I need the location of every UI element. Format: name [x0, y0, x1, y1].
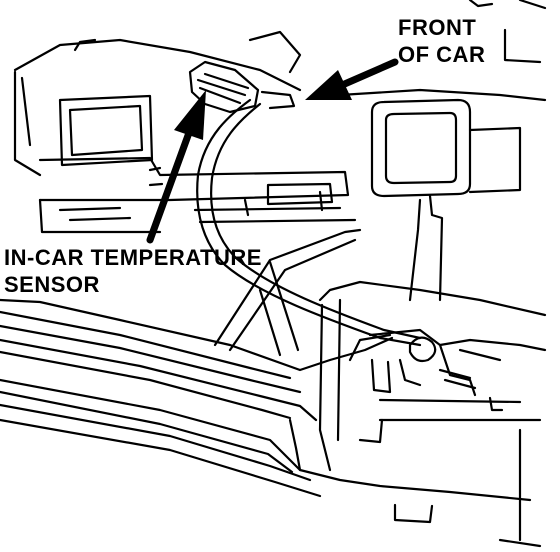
- front-of-car-label: FRONT OF CAR: [398, 14, 485, 68]
- sensor-label: IN-CAR TEMPERATURE SENSOR: [4, 244, 262, 298]
- duct-rail: [213, 228, 362, 357]
- lower-dash-pad: [0, 280, 547, 548]
- temperature-sensor: [188, 60, 296, 114]
- right-vent-outlet: [370, 98, 522, 302]
- front-label-line1: FRONT: [398, 15, 477, 40]
- left-vent-box: [58, 94, 154, 167]
- center-cluster: [38, 156, 357, 234]
- aspirator-hose: [196, 98, 422, 347]
- dash-top-panel: [13, 0, 547, 177]
- connector-cluster: [368, 328, 547, 397]
- sensor-label-line2: SENSOR: [4, 272, 100, 297]
- front-label-line2: OF CAR: [398, 42, 486, 67]
- sensor-pointer-arrow: [146, 90, 206, 244]
- sensor-label-line1: IN-CAR TEMPERATURE: [4, 245, 262, 270]
- front-direction-arrow: [305, 58, 399, 100]
